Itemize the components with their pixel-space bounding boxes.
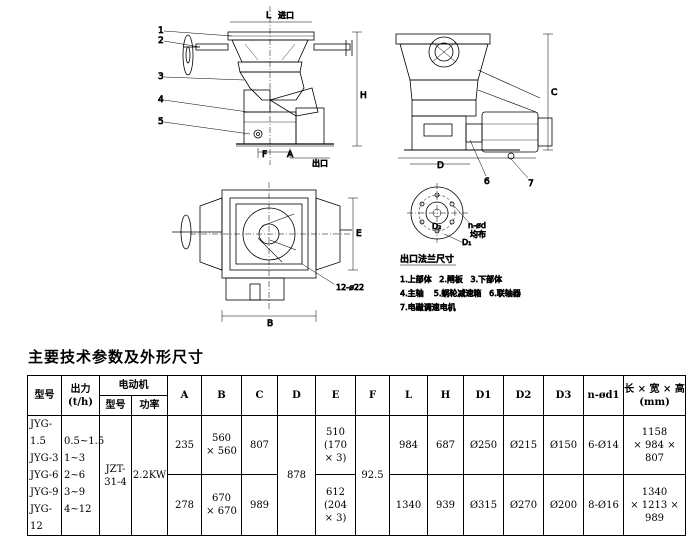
header-size: 长 × 宽 × 高 (mm)	[623, 375, 686, 416]
header-output: 出力 (t/h)	[61, 375, 100, 416]
dim-label-L: L	[266, 11, 271, 21]
header-motor-model: 型号	[99, 395, 132, 416]
outlet-flange-detail	[407, 183, 475, 245]
callout-6: 6	[484, 177, 490, 187]
cell-D2: Ø215	[503, 414, 544, 476]
cell-size: 1158 × 984 × 807	[623, 414, 686, 476]
cell-D1: Ø315	[463, 474, 504, 536]
cell-D3: Ø200	[543, 474, 584, 536]
cell-E: 510 (170 × 3)	[315, 414, 356, 476]
cell-C: 807	[241, 414, 278, 476]
technical-drawing: 1 2 3 4 5 6 7 L 进口 H C F A 出口 D E B 12-ø…	[158, 6, 558, 329]
cell-H: 939	[427, 474, 464, 536]
table-title: 主要技术参数及外形尺寸	[28, 348, 205, 366]
evenly-spaced-label: 均布	[470, 229, 486, 239]
callout-3: 3	[158, 72, 164, 82]
dim-label-H: H	[360, 91, 367, 101]
cell-D2: Ø270	[503, 474, 544, 536]
cell-A: 235	[167, 414, 202, 476]
cell-C: 989	[241, 474, 278, 536]
dim-label-E: E	[356, 229, 362, 239]
callout-5: 5	[158, 117, 164, 127]
header-D3: D3	[543, 375, 584, 416]
table-row: 278 670 × 670 989 612 (204 × 3) 1340 939…	[28, 474, 686, 536]
cell-E: 612 (204 × 3)	[315, 474, 356, 536]
header-motor-power: 功率	[131, 395, 168, 416]
legend-line-2: 4.主轴 5.蜗轮减速箱 6.联轴器	[400, 288, 521, 298]
cell-B: 670 × 670	[201, 474, 242, 536]
table-header-row: 型号 出力 (t/h) 电动机 A B C D E F L H D1 D2 D3…	[27, 375, 686, 416]
header-D2: D2	[503, 375, 544, 416]
motor-model-cell: JZT- 31-4	[99, 415, 132, 536]
legend-line-1: 1.上部体 2.闸板 3.下部体	[400, 274, 502, 284]
cell-D1: Ø250	[463, 414, 504, 476]
dim-label-A: A	[287, 150, 294, 160]
cell-nd1: 8-Ø16	[583, 474, 624, 536]
dim-label-D: D	[437, 161, 444, 171]
front-view	[163, 6, 362, 165]
header-H: H	[427, 375, 464, 416]
bolt-holes-label: 12-ø22	[336, 283, 364, 292]
dim-label-C: C	[551, 88, 557, 98]
header-F: F	[355, 375, 390, 416]
model-list: JYG-1.5 JYG-3 JYG-6 JYG-9 JYG-12	[27, 415, 62, 536]
header-A: A	[167, 375, 202, 416]
outlet-label: 出口	[312, 158, 328, 168]
flange-detail-title: 出口法兰尺寸	[400, 253, 454, 265]
header-motor: 电动机	[99, 375, 168, 396]
callout-1: 1	[158, 26, 164, 36]
header-D1: D1	[463, 375, 504, 416]
cell-L: 1340	[389, 474, 428, 536]
flange-holes-label: n-ød	[468, 221, 486, 230]
inlet-label: 进口	[278, 11, 294, 20]
cell-H: 687	[427, 414, 464, 476]
header-L: L	[389, 375, 428, 416]
cell-L: 984	[389, 414, 428, 476]
side-view	[395, 33, 553, 179]
header-nd1: n-ød1	[583, 375, 624, 416]
header-E: E	[315, 375, 356, 416]
legend-line-3: 7.电磁调速电机	[400, 302, 456, 312]
cell-nd1: 6-Ø14	[583, 414, 624, 476]
header-D: D	[277, 375, 316, 416]
plan-view	[172, 182, 358, 322]
dim-label-B: B	[267, 319, 273, 329]
cell-size: 1340 × 1213 × 989	[623, 474, 686, 536]
header-C: C	[241, 375, 278, 416]
flange-D1-label: D₁	[462, 238, 471, 247]
cell-F: 92.5	[355, 415, 390, 536]
motor-power-cell: 2.2KW	[131, 415, 168, 536]
spec-table: 型号 出力 (t/h) 电动机 A B C D E F L H D1 D2 D3…	[27, 375, 686, 536]
cell-A: 278	[167, 474, 202, 536]
callout-2: 2	[158, 36, 164, 46]
dim-label-F: F	[262, 150, 267, 160]
header-model: 型号	[27, 375, 62, 416]
output-list: 0.5~1.5 1~3 2~6 3~9 4~12	[61, 415, 104, 536]
table-subheader-row: 型号 功率	[28, 395, 686, 416]
flange-D2-label: D₂	[432, 222, 441, 231]
callout-7: 7	[528, 179, 534, 189]
cell-B: 560 × 560	[201, 414, 242, 476]
header-B: B	[201, 375, 242, 416]
table-row: JYG-1.5 JYG-3 JYG-6 JYG-9 JYG-12 0.5~1.5…	[27, 414, 686, 536]
cell-D: 878	[277, 415, 316, 536]
cell-D3: Ø150	[543, 414, 584, 476]
callout-4: 4	[158, 95, 164, 105]
